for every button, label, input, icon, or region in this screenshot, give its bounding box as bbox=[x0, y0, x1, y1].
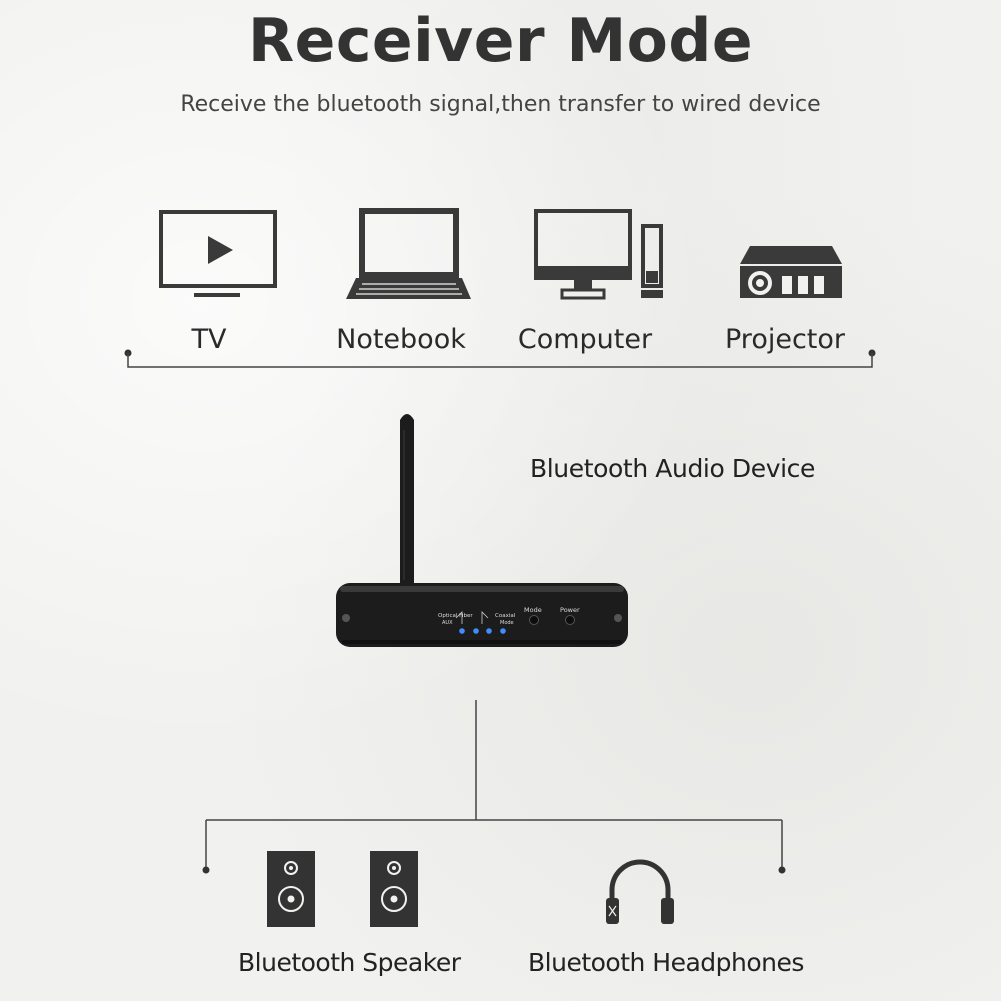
source-bracket bbox=[124, 349, 876, 368]
source-label-projector: Projector bbox=[725, 324, 845, 355]
panel-label-mode: Mode bbox=[524, 606, 542, 614]
page-subtitle: Receive the bluetooth signal,then transf… bbox=[180, 92, 821, 117]
projector-icon bbox=[740, 246, 842, 298]
output-label-headphones: Bluetooth Headphones bbox=[528, 948, 804, 977]
panel-label-coaxial: Coaxial bbox=[495, 613, 516, 619]
headphones-icon bbox=[606, 859, 674, 924]
speaker-icon bbox=[267, 851, 315, 927]
tv-icon bbox=[159, 210, 277, 297]
led-indicator bbox=[473, 628, 479, 634]
notebook-icon bbox=[346, 208, 471, 299]
panel-label-aux: AUX bbox=[442, 620, 453, 626]
source-label-notebook: Notebook bbox=[336, 324, 466, 355]
led-indicator bbox=[486, 628, 492, 634]
panel-label-optical: Optical Fiber bbox=[438, 613, 473, 619]
led-indicator bbox=[459, 628, 465, 634]
source-label-tv: TV bbox=[191, 324, 227, 355]
panel-label-power: Power bbox=[560, 606, 580, 614]
bluetooth-audio-device: Optical Fiber AUX Coaxial Mode Mode Powe… bbox=[336, 583, 628, 647]
antenna bbox=[400, 414, 414, 586]
computer-icon bbox=[534, 209, 663, 300]
speaker-icon bbox=[370, 851, 418, 927]
output-connector bbox=[202, 700, 786, 874]
power-button[interactable] bbox=[565, 615, 575, 625]
source-label-computer: Computer bbox=[517, 324, 653, 355]
led-indicator bbox=[500, 628, 506, 634]
output-label-speaker: Bluetooth Speaker bbox=[238, 948, 461, 977]
mode-button[interactable] bbox=[529, 615, 539, 625]
page-title: Receiver Mode bbox=[247, 6, 754, 76]
device-label: Bluetooth Audio Device bbox=[530, 454, 816, 483]
panel-label-mode-small: Mode bbox=[500, 620, 514, 626]
